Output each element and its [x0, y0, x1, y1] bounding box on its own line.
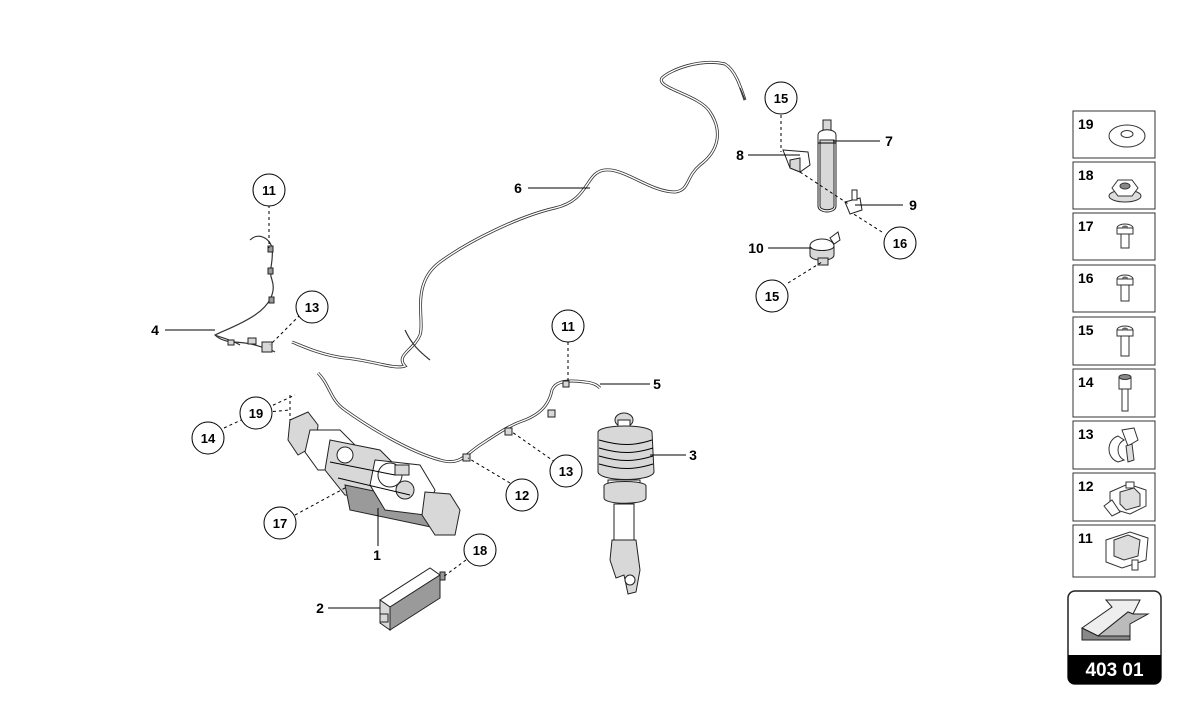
callout-12: 12	[505, 478, 539, 512]
legend-item-14: 14	[1072, 368, 1156, 418]
part-label-5: 5	[653, 376, 661, 392]
wire-harness-4	[213, 235, 276, 353]
part-label-10: 10	[748, 240, 764, 256]
compressor-1	[287, 411, 461, 536]
callout-13-upper: 13	[295, 290, 329, 324]
legend-item-15: 15	[1072, 316, 1156, 366]
svg-text:19: 19	[249, 406, 263, 421]
svg-text:14: 14	[201, 431, 216, 446]
svg-text:12: 12	[1078, 478, 1094, 494]
air-line-6	[291, 60, 747, 369]
svg-text:13: 13	[1078, 426, 1094, 442]
bolt-icon	[1116, 325, 1134, 357]
air-reservoir-7	[817, 119, 837, 213]
control-unit-2	[379, 567, 446, 631]
reference-code: 403 01	[1085, 660, 1144, 681]
air-strut-3	[597, 412, 655, 595]
part-label-8: 8	[736, 147, 744, 163]
callout-18: 18	[463, 533, 497, 567]
legend-item-12: 12	[1072, 472, 1156, 522]
legend-item-16: 16	[1072, 264, 1156, 313]
part-label-3: 3	[689, 447, 697, 463]
callout-16: 16	[883, 226, 917, 260]
svg-text:18: 18	[1078, 167, 1094, 183]
svg-text:19: 19	[1078, 116, 1094, 132]
part-label-9: 9	[909, 197, 917, 213]
arrow-icon	[1081, 599, 1150, 641]
svg-text:16: 16	[1078, 270, 1094, 286]
svg-text:18: 18	[473, 543, 487, 558]
svg-text:11: 11	[561, 319, 575, 334]
svg-text:15: 15	[1078, 322, 1094, 338]
svg-text:11: 11	[262, 183, 276, 198]
callout-15-upper: 15	[764, 81, 798, 115]
clamp-10	[809, 231, 841, 266]
reference-tile: 403 01	[1067, 590, 1162, 685]
part-label-7: 7	[885, 133, 893, 149]
hardware-legend: 19 18 17	[1072, 110, 1156, 578]
bracket-clip-icon	[1103, 481, 1147, 517]
washer-icon	[1108, 124, 1146, 148]
callout-15-lower: 15	[755, 279, 789, 313]
legend-item-11: 11	[1072, 524, 1156, 578]
svg-text:13: 13	[305, 300, 319, 315]
svg-text:17: 17	[273, 516, 287, 531]
callouts: 11 11 12 13 13 14 15 15	[191, 81, 917, 567]
svg-text:11: 11	[1078, 530, 1093, 546]
callout-13-lower: 13	[549, 454, 583, 488]
legend-item-18: 18	[1072, 161, 1156, 210]
part-label-2: 2	[316, 600, 324, 616]
grommet-icon	[1105, 531, 1149, 571]
legend-item-19: 19	[1072, 110, 1156, 159]
svg-text:16: 16	[893, 236, 907, 251]
part-label-6: 6	[514, 180, 522, 196]
bolt-icon	[1116, 274, 1134, 302]
legend-item-17: 17	[1072, 212, 1156, 261]
legend-item-13: 13	[1072, 420, 1156, 470]
callout-17: 17	[263, 506, 297, 540]
part-label-1: 1	[373, 547, 381, 563]
leader-lines	[165, 115, 903, 609]
hex-nut-icon	[1108, 179, 1142, 203]
part-labels: 1 2 3 4 5 6 7 8 9 10	[151, 133, 917, 616]
callout-19: 19	[239, 396, 273, 430]
part-label-4: 4	[151, 322, 159, 338]
bracket-8	[782, 149, 811, 173]
svg-text:14: 14	[1078, 374, 1094, 390]
callout-11-right: 11	[551, 309, 585, 343]
callout-11-left: 11	[252, 173, 286, 207]
callout-14: 14	[191, 421, 225, 455]
svg-text:12: 12	[515, 488, 529, 503]
air-line-5	[316, 371, 602, 464]
svg-text:15: 15	[774, 91, 788, 106]
clip-icon	[1108, 427, 1139, 463]
svg-text:15: 15	[765, 289, 779, 304]
svg-text:13: 13	[559, 464, 573, 479]
bolt-icon	[1116, 223, 1134, 249]
svg-text:17: 17	[1078, 218, 1094, 234]
bracket-9	[844, 189, 863, 215]
socket-bolt-icon	[1118, 374, 1132, 412]
